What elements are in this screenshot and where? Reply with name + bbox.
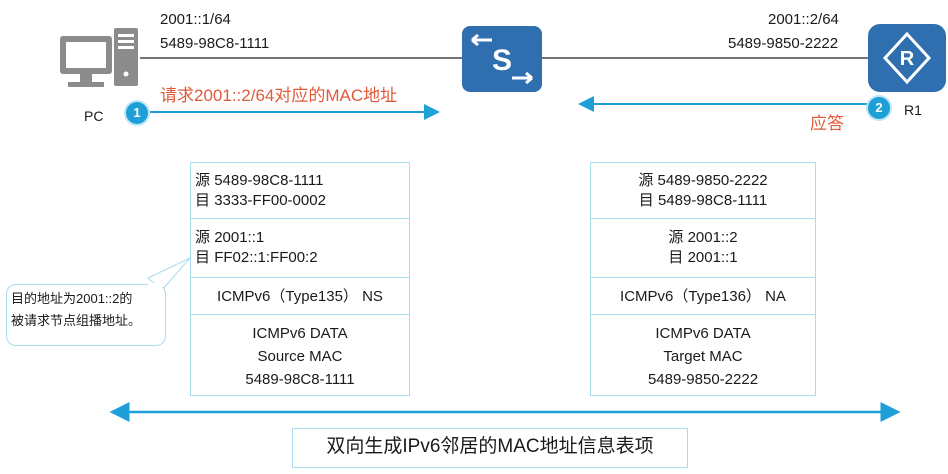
na-ipv6-header: 源 2001::2 目 2001::1	[591, 220, 815, 278]
reply-text: 应答	[810, 114, 844, 133]
ns-icmpv6-data: ICMPv6 DATA Source MAC 5489-98C8-1111	[191, 316, 409, 394]
ns-data-title: ICMPv6 DATA	[252, 325, 348, 342]
step-badge-2: 2	[868, 97, 890, 119]
na-data-title: ICMPv6 DATA	[655, 325, 751, 342]
na-eth-dst-label: 目	[638, 192, 654, 209]
ns-eth-dst: 3333-FF00-0002	[214, 192, 326, 209]
ns-packet: 源 5489-98C8-1111 目 3333-FF00-0002 源 2001…	[190, 162, 410, 396]
ns-ipv6-header: 源 2001::1 目 FF02::1:FF00:2	[191, 220, 409, 278]
pc-mac: 5489-98C8-1111	[160, 35, 270, 52]
na-eth-src-label: 源	[638, 172, 654, 189]
na-eth-dst: 5489-98C8-1111	[657, 192, 768, 209]
r1-ip: 2001::2/64	[768, 11, 839, 28]
pc-label: PC	[84, 108, 104, 124]
switch-letter: S	[492, 44, 512, 77]
computer-icon	[58, 22, 142, 97]
ns-data-field: Source MAC	[257, 348, 343, 365]
na-eth-src: 5489-9850-2222	[657, 172, 768, 189]
r1-label: R1	[904, 102, 922, 118]
na-ip-dst-label: 目	[668, 249, 684, 266]
request-text: 请求2001::2/64对应的MAC地址	[160, 86, 398, 105]
ns-ethernet-header: 源 5489-98C8-1111 目 3333-FF00-0002	[191, 163, 409, 219]
router-icon: R	[868, 24, 946, 97]
na-ethernet-header: 源 5489-9850-2222 目 5489-98C8-1111	[591, 163, 815, 219]
callout-line-1: 目的地址为2001::2的	[11, 291, 133, 306]
na-icmpv6-data: ICMPv6 DATA Target MAC 5489-9850-2222	[591, 316, 815, 394]
ns-eth-src-label: 源	[195, 172, 211, 189]
ns-eth-dst-label: 目	[195, 192, 211, 209]
na-packet: 源 5489-9850-2222 目 5489-98C8-1111 源 2001…	[590, 162, 816, 396]
ns-icmp-type: ICMPv6（Type135） NS	[217, 288, 383, 305]
na-data-field: Target MAC	[663, 348, 743, 365]
callout-note: 目的地址为2001::2的 被请求节点组播地址。	[6, 284, 166, 346]
svg-text:R: R	[900, 48, 915, 70]
callout-line-2: 被请求节点组播地址。	[11, 313, 142, 328]
ns-data-value: 5489-98C8-1111	[245, 371, 355, 388]
ns-ip-dst-label: 目	[195, 249, 211, 266]
na-ip-src: 2001::2	[687, 229, 738, 246]
ns-ip-dst: FF02::1:FF00:2	[214, 249, 318, 266]
pc-ip: 2001::1/64	[160, 11, 231, 28]
na-ip-dst: 2001::1	[687, 249, 738, 266]
na-ip-src-label: 源	[668, 229, 684, 246]
r1-mac: 5489-9850-2222	[728, 35, 839, 52]
na-icmpv6-header: ICMPv6（Type136） NA	[591, 279, 815, 315]
callout-joint	[148, 283, 164, 287]
ns-icmpv6-header: ICMPv6（Type135） NS	[191, 279, 409, 315]
na-data-value: 5489-9850-2222	[647, 371, 759, 388]
ns-ip-src-label: 源	[195, 229, 211, 246]
na-icmp-type: ICMPv6（Type136） NA	[620, 288, 786, 305]
step-badge-1: 1	[126, 102, 148, 124]
switch-icon: S	[462, 26, 542, 97]
ns-eth-src: 5489-98C8-1111	[214, 172, 324, 189]
bottom-label: 双向生成IPv6邻居的MAC地址信息表项	[292, 428, 688, 468]
ns-ip-src: 2001::1	[214, 229, 265, 246]
